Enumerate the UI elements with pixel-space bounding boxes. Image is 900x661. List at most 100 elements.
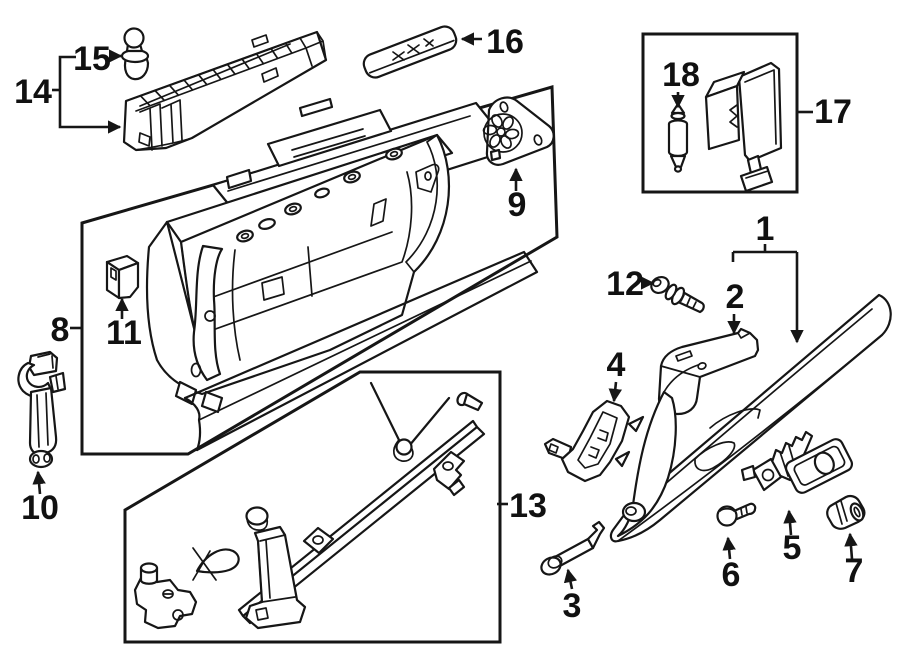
latch-cover-slot — [675, 350, 693, 362]
screw6-head — [716, 505, 738, 527]
pin-head — [540, 556, 562, 576]
tray-notch — [138, 132, 151, 147]
bracket4-tab-lower — [614, 450, 631, 468]
bracket9-petals — [482, 114, 520, 149]
glove-box-housing-drawing — [146, 97, 539, 452]
bracket4-inner-panel — [577, 411, 618, 469]
screw6-shank — [732, 502, 757, 521]
leader-lines — [32, 32, 858, 590]
arrow-14-bracket — [58, 55, 122, 134]
callout-9: 9 — [508, 186, 527, 224]
striker-body — [28, 386, 58, 456]
rail-bracket-upper-foot — [447, 478, 466, 497]
callout-6: 6 — [722, 556, 741, 594]
lock-bezel-inner — [793, 445, 846, 486]
tray-end-cap — [299, 31, 327, 67]
door-handle-slot — [694, 441, 736, 472]
door-swoosh-trim — [616, 390, 677, 538]
tray-lattice-band — [125, 37, 307, 112]
door-handle-recess — [709, 408, 761, 429]
callout-18: 18 — [662, 56, 700, 94]
bracket-1 — [731, 244, 797, 262]
housing-tab-left — [225, 168, 253, 190]
clip-notch — [110, 267, 117, 281]
bulb-tip — [673, 165, 683, 173]
part-12-screw-drawing — [650, 275, 705, 314]
corner-bracket — [133, 562, 198, 630]
lamp-clip-zigzag — [729, 104, 738, 128]
callout-13: 13 — [509, 487, 547, 525]
callout-17: 17 — [814, 93, 852, 131]
callout-11: 11 — [106, 314, 142, 352]
part-1-door-drawing — [609, 293, 892, 543]
lamp-body-front — [704, 84, 741, 151]
part-6-screw-drawing — [716, 502, 757, 527]
callout-2: 2 — [726, 278, 745, 316]
group-box-13 — [123, 370, 502, 644]
bracket4-cutouts — [588, 429, 609, 459]
housing-wavy-rib — [192, 244, 224, 382]
striker-top-lines — [37, 353, 54, 369]
door-bottom-edge — [617, 334, 883, 542]
check-strap — [192, 547, 240, 581]
callout-12: 12 — [606, 265, 644, 303]
arrow-5 — [783, 509, 797, 536]
rib-hole — [204, 310, 216, 322]
callout-8: 8 — [51, 311, 70, 349]
door-top-band — [649, 308, 873, 498]
callout-labels: 1 2 3 4 5 6 7 8 9 10 11 12 13 14 15 16 1… — [14, 23, 863, 625]
cyl-ribs — [835, 500, 848, 525]
housing-pgram-hole — [370, 198, 387, 227]
lock-hole — [813, 451, 835, 475]
lamp-lens-panel — [737, 61, 783, 163]
bulb-body — [667, 122, 689, 158]
small-pin — [456, 391, 484, 412]
clip-right-face — [117, 261, 140, 300]
part-3-pin-drawing — [540, 520, 606, 576]
l-bracket — [244, 525, 307, 630]
bracket9-hole-top — [499, 101, 509, 113]
arrow-4 — [608, 381, 622, 403]
part-14-tray-drawing — [122, 30, 328, 152]
screw12-collar1 — [664, 283, 678, 301]
part-10-striker-drawing — [17, 350, 67, 469]
bracket9-hub — [496, 127, 506, 137]
housing-aperture-inner — [405, 134, 438, 273]
housing-rib-line — [231, 249, 241, 361]
latch-cover-nub — [697, 362, 707, 370]
pad-x-marks — [392, 38, 434, 61]
lock-left-housing — [751, 457, 783, 492]
latch-cover-edges — [660, 332, 751, 378]
callout-10: 10 — [21, 489, 59, 527]
tray-folds — [135, 99, 193, 151]
part-4-bracket-drawing — [543, 399, 645, 483]
part-17-lamp-drawing — [704, 61, 783, 193]
lamp-foot-line — [745, 170, 769, 179]
callout-4: 4 — [607, 346, 626, 384]
housing-tab-top — [298, 97, 334, 118]
housing-foot-2 — [200, 390, 224, 414]
pin-fork — [586, 520, 606, 550]
callout-1: 1 — [756, 210, 775, 248]
part-11-clip-drawing — [105, 254, 140, 300]
arrow-3 — [563, 568, 578, 590]
arrow-6 — [722, 536, 736, 560]
part-5-lock-drawing — [740, 430, 854, 494]
bracket9-tab — [489, 148, 502, 162]
housing-raised-box — [266, 108, 393, 168]
part-2-latch-cover-drawing — [657, 327, 760, 416]
callout-7: 7 — [845, 552, 864, 590]
bracket4-tab-upper — [627, 415, 645, 433]
bracket9-hole-right — [533, 134, 543, 146]
end-cap — [245, 506, 269, 531]
arrow-7 — [844, 532, 858, 560]
part-18-bulb-drawing — [667, 102, 689, 173]
callout-5: 5 — [783, 529, 802, 567]
housing-screw-bosses — [236, 147, 403, 243]
lamp-lens-edge — [744, 69, 777, 145]
housing-shield-hole-pin — [424, 171, 432, 181]
rail-bracket-lower — [302, 526, 335, 555]
hinge-rail — [237, 419, 486, 625]
